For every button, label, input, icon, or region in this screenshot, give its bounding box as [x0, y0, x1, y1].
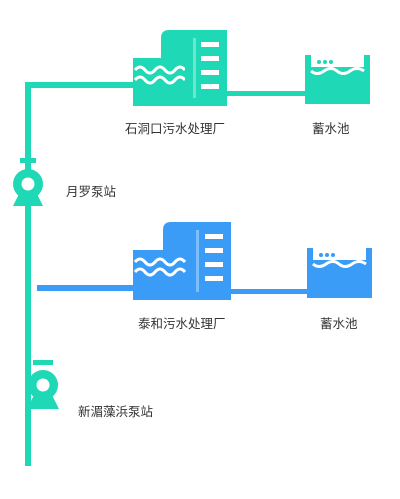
pump-2-label: 新湄藻浜泵站	[78, 404, 154, 419]
treatment-plant-icon	[133, 30, 227, 106]
pipe-plant-2-to-tank-2	[228, 289, 312, 294]
tank-2-label: 蓄水池	[320, 316, 358, 331]
tank-1-label: 蓄水池	[312, 121, 350, 136]
storage-tank-icon	[305, 55, 370, 104]
pipe-to-plant-1	[25, 82, 140, 88]
pipes	[25, 82, 312, 466]
pump-icon	[13, 158, 43, 206]
pump-icon	[27, 360, 59, 409]
pipe-plant-1-to-tank-1	[225, 91, 309, 96]
main-pipe	[25, 82, 31, 466]
storage-tank-icon	[307, 248, 372, 298]
plant-1-label: 石洞口污水处理厂	[125, 121, 226, 136]
pipe-to-plant-2	[37, 285, 142, 291]
pump-1-label: 月罗泵站	[66, 184, 117, 199]
plant-2-label: 泰和污水处理厂	[138, 316, 226, 331]
treatment-plant-icon	[133, 222, 231, 300]
